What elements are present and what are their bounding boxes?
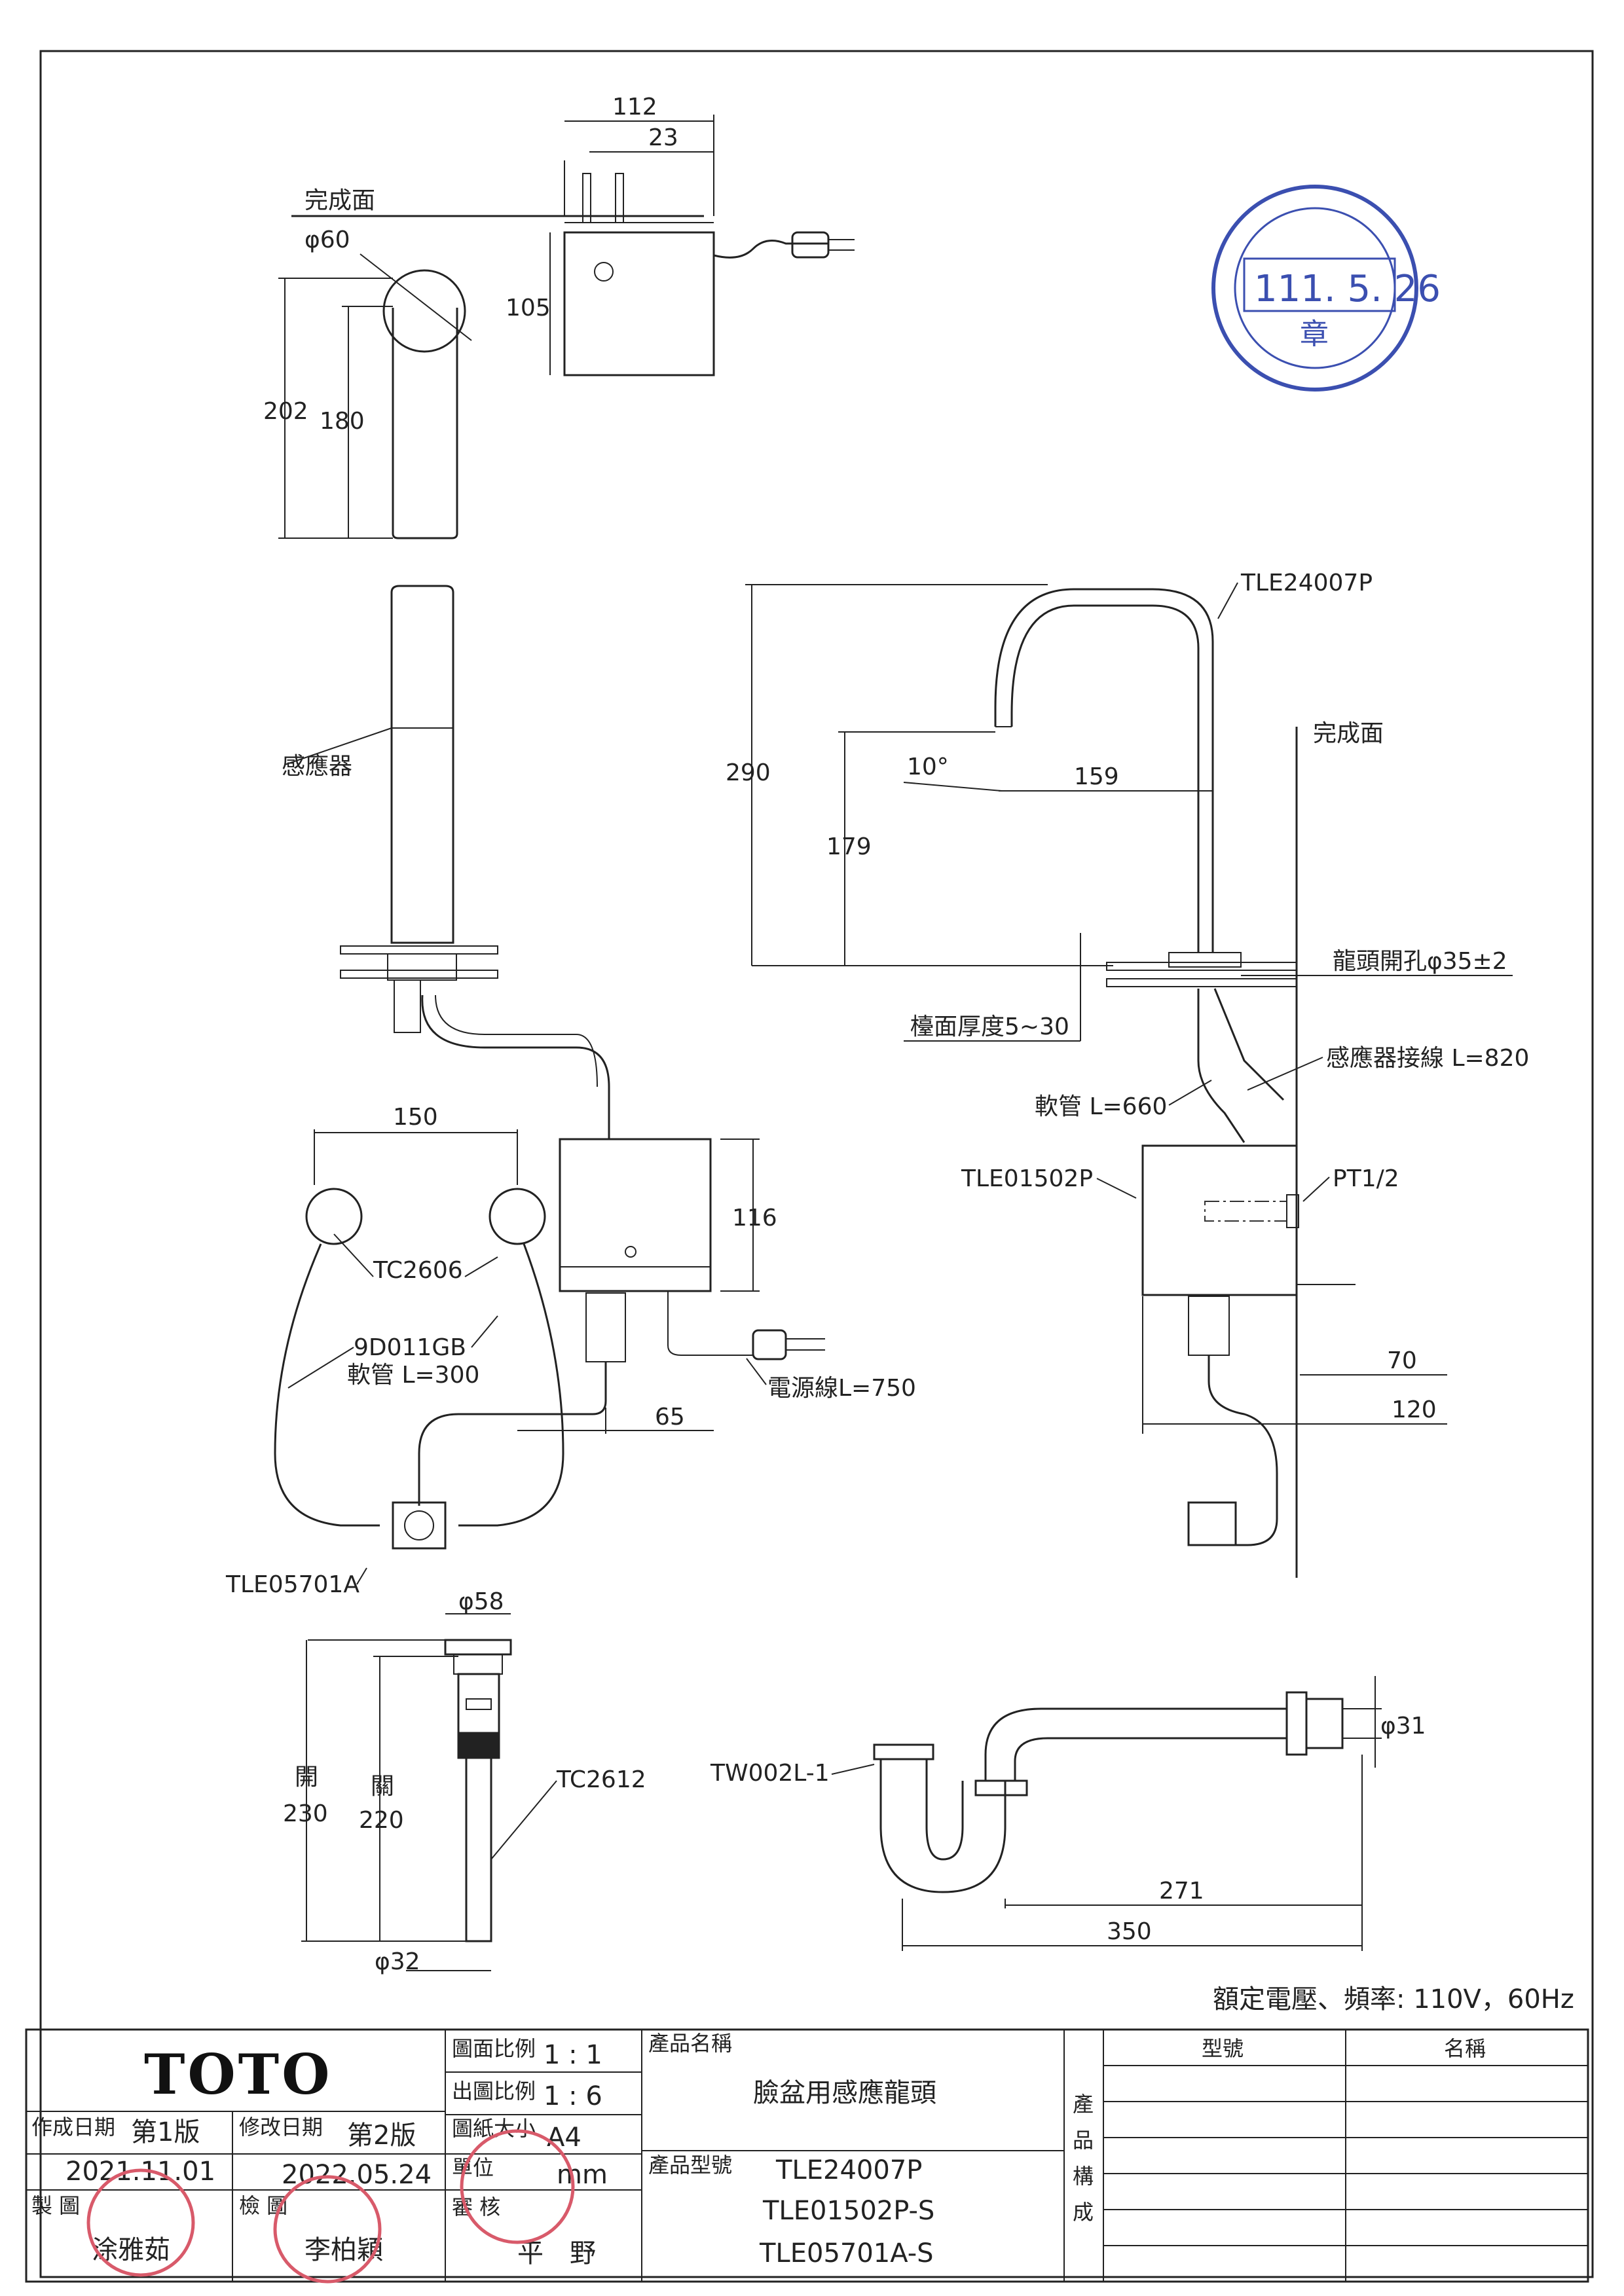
composition-char-3: 構 xyxy=(1073,2164,1094,2189)
hose-length-label: 軟管 L=300 xyxy=(347,1362,479,1389)
model-3: TLE05701A-S xyxy=(759,2238,934,2269)
edition-1: 第1版 xyxy=(131,2117,200,2147)
plug-icon xyxy=(791,231,830,259)
dim-70: 70 xyxy=(1387,1347,1417,1374)
sensor-label: 感應器 xyxy=(282,753,352,780)
unit-label: 單位 xyxy=(452,2155,494,2180)
tle05701a-label: TLE05701A xyxy=(225,1571,360,1598)
close-label: 關 xyxy=(371,1773,394,1800)
stop-valve-right xyxy=(489,1188,546,1245)
mixing-valve xyxy=(392,1501,447,1550)
unit-value: mm xyxy=(557,2160,608,2190)
power-plug-icon xyxy=(752,1329,787,1360)
edition-2: 第2版 xyxy=(347,2121,416,2151)
dia-32-label: φ32 xyxy=(375,1948,420,1975)
dim-23: 23 xyxy=(648,124,678,151)
dim-120: 120 xyxy=(1392,1396,1437,1423)
dim-230: 230 xyxy=(283,1800,328,1827)
created-label: 作成日期 xyxy=(31,2115,115,2140)
checker-stamp xyxy=(273,2175,382,2284)
col-name-header: 名稱 xyxy=(1444,2036,1486,2061)
counter-thickness-label: 檯面厚度5~30 xyxy=(910,1013,1069,1040)
dim-202: 202 xyxy=(263,398,308,425)
dim-179: 179 xyxy=(826,833,872,860)
tle24007p-label: TLE24007P xyxy=(1240,570,1373,596)
col-model-header: 型號 xyxy=(1202,2036,1244,2061)
composition-char-1: 產 xyxy=(1073,2092,1094,2117)
print-scale-label: 出圖比例 xyxy=(452,2079,536,2104)
open-label: 開 xyxy=(295,1764,318,1791)
review-label: 審 核 xyxy=(452,2195,500,2219)
dim-159: 159 xyxy=(1074,763,1119,790)
stop-valve-left xyxy=(305,1188,363,1245)
dim-271: 271 xyxy=(1159,1878,1204,1904)
dia-58-label: φ58 xyxy=(458,1588,504,1615)
dim-290: 290 xyxy=(726,759,771,786)
tle01502p-label: TLE01502P xyxy=(961,1165,1093,1192)
dia-60-label: φ60 xyxy=(304,227,350,253)
finish-surface-top-label: 完成面 xyxy=(304,187,375,214)
hose-model-label: 9D011GB xyxy=(354,1334,466,1361)
pt12-label: PT1/2 xyxy=(1333,1165,1399,1192)
top-view-controlbox: 112 23 105 xyxy=(506,94,855,376)
toto-logo: TOTO xyxy=(144,2042,332,2107)
composition-char-2: 品 xyxy=(1073,2128,1094,2153)
p-trap: TW002L-1 φ31 271 350 xyxy=(710,1676,1426,1951)
dim-105: 105 xyxy=(506,295,551,321)
scale-value: 1 : 1 xyxy=(544,2040,602,2070)
stamp-date: 111. 5. 26 xyxy=(1254,268,1441,310)
tw002l-label: TW002L-1 xyxy=(710,1760,830,1787)
paper-value: A4 xyxy=(547,2123,581,2153)
composition-char-4: 成 xyxy=(1073,2200,1094,2225)
drawer-stamp xyxy=(86,2168,195,2277)
front-view: 感應器 116 電源線L=750 65 150 xyxy=(225,585,916,1598)
hose-660-label: 軟管 L=660 xyxy=(1035,1093,1167,1120)
finish-surface-side-label: 完成面 xyxy=(1313,720,1384,747)
product-name: 臉盆用感應龍頭 xyxy=(753,2078,936,2108)
power-cord-label: 電源線L=750 xyxy=(767,1375,916,1402)
dim-350: 350 xyxy=(1107,1918,1152,1945)
rated-voltage: 額定電壓、頻率: 110V，60Hz xyxy=(1213,1984,1574,2014)
model-2: TLE01502P-S xyxy=(762,2196,934,2226)
dim-180: 180 xyxy=(320,408,365,435)
tc2606-label: TC2606 xyxy=(373,1257,463,1284)
angle-10: 10° xyxy=(907,754,949,780)
dia-31-label: φ31 xyxy=(1380,1713,1426,1740)
date-stamp: 111. 5. 26 章 xyxy=(1211,185,1441,392)
top-view-spout: 完成面 φ60 202 180 xyxy=(263,187,704,539)
dim-65: 65 xyxy=(655,1404,685,1430)
reviewer-stamp xyxy=(460,2129,575,2244)
reviewer: 平 野 xyxy=(517,2238,596,2269)
sensor-wire-label: 感應器接線 L=820 xyxy=(1326,1045,1529,1072)
side-view: TLE24007P 完成面 290 179 159 10° 龍頭開孔φ35±2 … xyxy=(726,570,1529,1578)
dim-150: 150 xyxy=(393,1104,438,1131)
revised-label: 修改日期 xyxy=(239,2115,323,2140)
sheet-border xyxy=(39,50,1594,2278)
hole-label: 龍頭開孔φ35±2 xyxy=(1333,948,1507,975)
title-block: TOTO 圖面比例 1 : 1 出圖比例 1 : 6 圖紙大小 A4 單位 mm… xyxy=(25,2028,1589,2284)
stamp-seal: 章 xyxy=(1300,318,1329,351)
dim-112: 112 xyxy=(612,94,657,120)
tc2612-label: TC2612 xyxy=(556,1766,646,1793)
dim-116: 116 xyxy=(732,1205,777,1231)
drawn-label: 製 圖 xyxy=(31,2193,80,2218)
product-name-label: 產品名稱 xyxy=(648,2031,732,2056)
popup-drain: φ58 開 230 關 220 TC2612 φ32 xyxy=(283,1588,646,1975)
product-model-label: 產品型號 xyxy=(648,2153,732,2178)
dim-220: 220 xyxy=(359,1807,404,1834)
print-scale-value: 1 : 6 xyxy=(544,2081,602,2111)
model-1: TLE24007P xyxy=(775,2155,922,2185)
scale-label: 圖面比例 xyxy=(452,2036,536,2061)
